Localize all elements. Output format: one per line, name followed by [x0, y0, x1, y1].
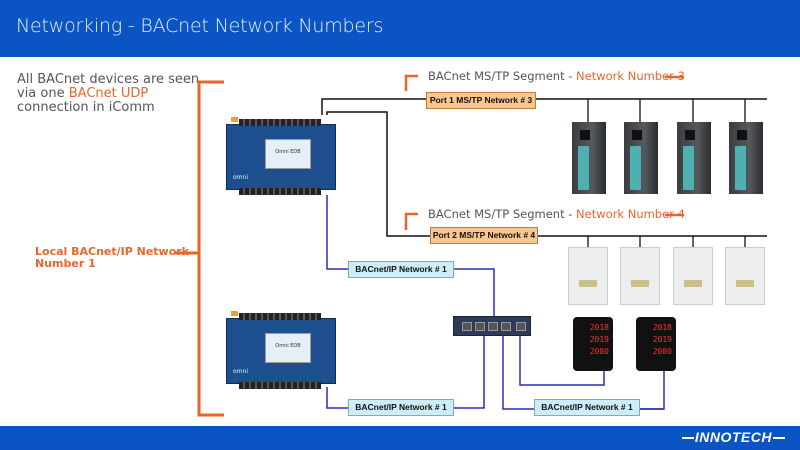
- innotech-logo: INNOTECH: [681, 429, 786, 445]
- local-network-label: Local BACnet/IP Network Number 1: [35, 246, 189, 270]
- segment-3-title: BACnet MS/TP Segment - Network Number 3: [428, 69, 685, 83]
- meter-reading: 2018: [652, 323, 672, 332]
- logo-text: INNOTECH: [694, 429, 772, 445]
- ip-link-label: BACnet/IP Network # 1: [534, 399, 640, 416]
- terminal-strip: [239, 313, 321, 320]
- omni-controller: Omni EDB omni: [226, 311, 336, 389]
- intro-line-3: connection in iComm: [17, 100, 155, 115]
- vfd-drive: [624, 122, 658, 194]
- screen-text: Omni EDB: [275, 149, 301, 155]
- local-network-line-1: Local BACnet/IP Network: [35, 245, 190, 258]
- header-bar: Networking - BACnet Network Numbers: [0, 0, 800, 57]
- controller-screen: Omni EDB: [265, 333, 311, 363]
- segment-3-prefix: BACnet MS/TP Segment -: [428, 69, 577, 83]
- footer-bar: INNOTECH: [0, 426, 800, 450]
- room-thermostat: [620, 247, 660, 305]
- intro-highlight: BACnet UDP: [68, 86, 149, 101]
- meter-reading: 2019: [589, 335, 609, 344]
- meter-reading: 2080: [589, 347, 609, 356]
- segment-4-title: BACnet MS/TP Segment - Network Number 4: [428, 207, 685, 221]
- vfd-drive: [677, 122, 711, 194]
- vfd-drive: [729, 122, 763, 194]
- intro-text: All BACnet devices are seen via one BACn…: [17, 73, 199, 115]
- room-thermostat: [725, 247, 765, 305]
- controller-screen: Omni EDB: [265, 139, 311, 169]
- port-2-label: Port 2 MS/TP Network # 4: [430, 227, 538, 244]
- room-thermostat: [673, 247, 713, 305]
- power-meter: 2018 2019 2080: [636, 317, 676, 371]
- controller-brand: omni: [233, 368, 248, 375]
- meter-reading: 2080: [652, 347, 672, 356]
- terminal-strip: [239, 188, 321, 195]
- omni-controller: Omni EDB omni: [226, 117, 336, 195]
- network-switch: [453, 316, 531, 336]
- screen-text: Omni EDB: [275, 343, 301, 349]
- ip-link-label: BACnet/IP Network # 1: [348, 261, 454, 278]
- local-network-bracket: [197, 80, 224, 417]
- connector: [231, 117, 238, 122]
- segment-4-number: Network Number 4: [576, 207, 685, 221]
- meter-reading: 2018: [589, 323, 609, 332]
- segment-3-number: Network Number 3: [576, 69, 685, 83]
- page-title: Networking - BACnet Network Numbers: [16, 15, 384, 37]
- mstp-3-bus: [321, 98, 767, 115]
- controller-brand: omni: [233, 174, 248, 181]
- ip-link-label: BACnet/IP Network # 1: [348, 399, 454, 416]
- segment-4-prefix: BACnet MS/TP Segment -: [428, 207, 577, 221]
- segment-3-bracket-left: [404, 74, 418, 91]
- terminal-strip: [239, 119, 321, 126]
- connector: [231, 311, 238, 316]
- port-1-label: Port 1 MS/TP Network # 3: [426, 92, 536, 109]
- power-meter: 2018 2019 2080: [573, 317, 613, 371]
- local-network-line-2: Number 1: [35, 257, 96, 270]
- intro-line-2: via one BACnet UDP: [17, 87, 199, 101]
- intro-line-2-prefix: via one: [17, 86, 69, 101]
- room-thermostat: [568, 247, 608, 305]
- intro-line-1: All BACnet devices are seen: [17, 72, 200, 87]
- vfd-drive: [572, 122, 606, 194]
- terminal-strip: [239, 382, 321, 389]
- segment-4-bracket-left: [404, 212, 418, 230]
- meter-reading: 2019: [652, 335, 672, 344]
